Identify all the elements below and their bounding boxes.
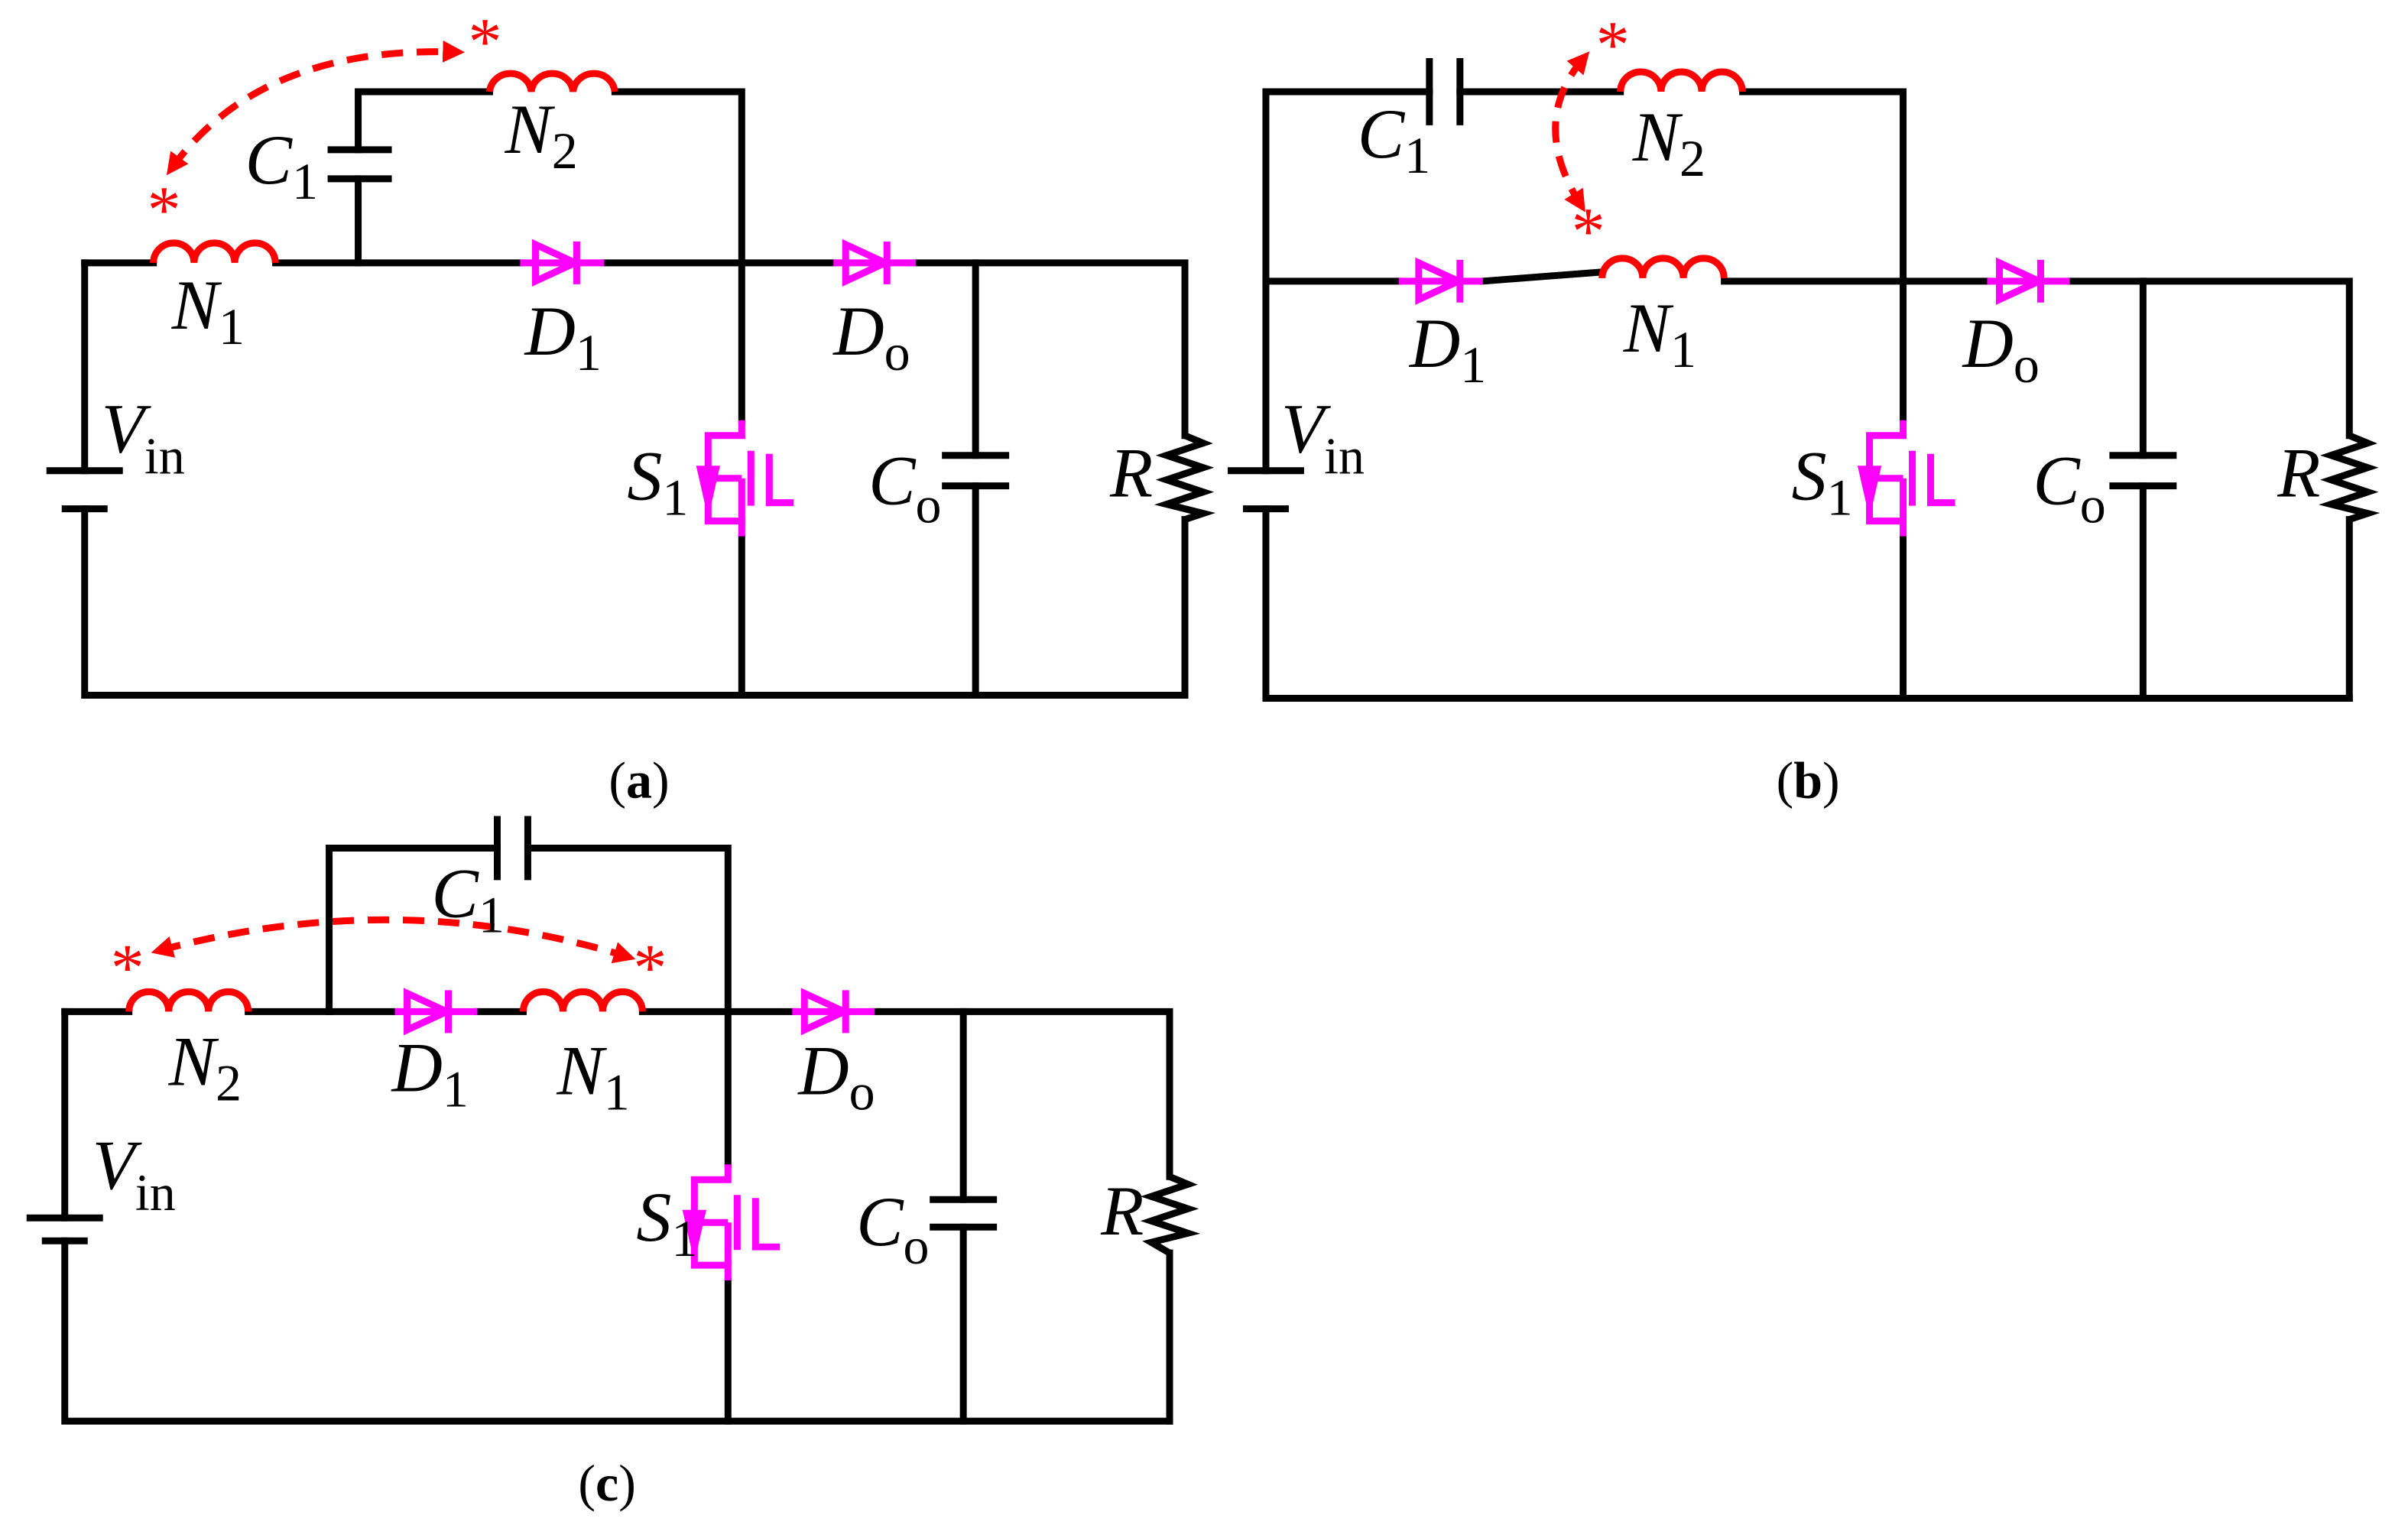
panel-c-dot-n1: * — [633, 931, 667, 1005]
panel-c: * * C1 N2 D1 N1 Do Vin S1 Co R (c) — [26, 816, 1201, 1512]
panel-b-coupling-arrow — [1552, 51, 1590, 213]
panel-c-capacitor-co — [930, 1196, 998, 1231]
label-c1: C1 — [245, 121, 318, 210]
panel-b-wires — [1262, 88, 2353, 702]
panel-a-inductor-n2 — [485, 70, 618, 92]
panel-a-wires — [81, 88, 1189, 699]
panel-b: * * C1 N2 D1 N1 Do Vin S1 Co R (b) — [1227, 8, 2380, 809]
panel-a-capacitor-co — [942, 452, 1010, 490]
panel-a-resistor-r — [1154, 432, 1216, 523]
panel-a-coupling-arrow — [166, 41, 465, 176]
label-co: Co — [856, 1183, 929, 1275]
panel-a-diode-d1 — [520, 238, 605, 287]
panel-c-coupling-arrow — [151, 916, 636, 964]
panel-b-diode-d1 — [1398, 257, 1483, 305]
label-s1: S1 — [627, 437, 688, 527]
panel-c-capacitor-c1 — [493, 816, 531, 881]
label-vin: Vin — [102, 390, 185, 485]
panel-c-inductor-n1 — [519, 988, 646, 1012]
label-n1: N1 — [171, 266, 245, 355]
panel-c-wires — [61, 844, 1173, 1425]
panel-c-caption: (c) — [578, 1454, 635, 1512]
panel-b-capacitor-co — [2109, 452, 2177, 490]
label-do: Do — [797, 1031, 875, 1121]
label-r: R — [1100, 1172, 1144, 1250]
label-c1: C1 — [1358, 95, 1430, 184]
label-d1: D1 — [391, 1028, 469, 1118]
panel-c-diode-do — [792, 988, 875, 1036]
label-d1: D1 — [1408, 304, 1486, 394]
panel-a-battery-vin — [46, 467, 123, 513]
panel-a-mosfet-s1 — [696, 420, 794, 537]
panel-b-battery-vin — [1227, 467, 1304, 513]
label-s1: S1 — [636, 1178, 697, 1267]
panel-b-dot-n1: * — [1572, 195, 1605, 269]
label-r: R — [1109, 434, 1153, 512]
panel-a-capacitor-c1 — [327, 146, 392, 183]
panel-c-dot-n2: * — [111, 931, 144, 1005]
label-n2: N2 — [504, 90, 577, 180]
panel-a-caption: (a) — [608, 751, 669, 809]
label-s1: S1 — [1792, 437, 1853, 527]
panel-b-caption: (b) — [1777, 751, 1840, 809]
panel-c-battery-vin — [26, 1214, 103, 1244]
panel-c-mosfet-s1 — [682, 1164, 780, 1281]
panel-b-inductor-n2 — [1617, 68, 1746, 92]
label-vin: Vin — [1281, 390, 1365, 485]
label-do: Do — [1962, 304, 2040, 394]
panel-b-capacitor-c1 — [1426, 57, 1464, 125]
label-do: Do — [832, 292, 910, 381]
panel-b-resistor-r — [2319, 432, 2380, 523]
panel-b-dot-n2: * — [1596, 8, 1630, 83]
panel-a: * * N1 N2 C1 D1 Do Vin S1 Co R (a) — [46, 5, 1216, 809]
label-n1: N1 — [556, 1031, 629, 1121]
label-co: Co — [2033, 442, 2105, 534]
panel-c-inductor-n2 — [125, 988, 252, 1012]
panel-c-resistor-r — [1140, 1173, 1201, 1257]
label-n2: N2 — [168, 1022, 242, 1111]
panel-b-mosfet-s1 — [1857, 420, 1955, 537]
panel-b-inductor-n1 — [1598, 255, 1728, 279]
panel-a-inductor-n1 — [150, 239, 279, 264]
label-c1: C1 — [432, 854, 505, 943]
label-n1: N1 — [1623, 289, 1696, 378]
label-r: R — [2277, 434, 2320, 512]
panel-a-dot-n1: * — [148, 174, 181, 248]
label-d1: D1 — [523, 292, 601, 381]
label-n2: N2 — [1632, 98, 1705, 187]
panel-a-diode-do — [833, 238, 917, 287]
panel-c-diode-d1 — [394, 988, 478, 1036]
panel-b-diode-do — [1987, 257, 2070, 305]
panel-a-dot-n2: * — [468, 5, 501, 79]
label-co: Co — [868, 442, 941, 534]
label-vin: Vin — [92, 1126, 176, 1222]
